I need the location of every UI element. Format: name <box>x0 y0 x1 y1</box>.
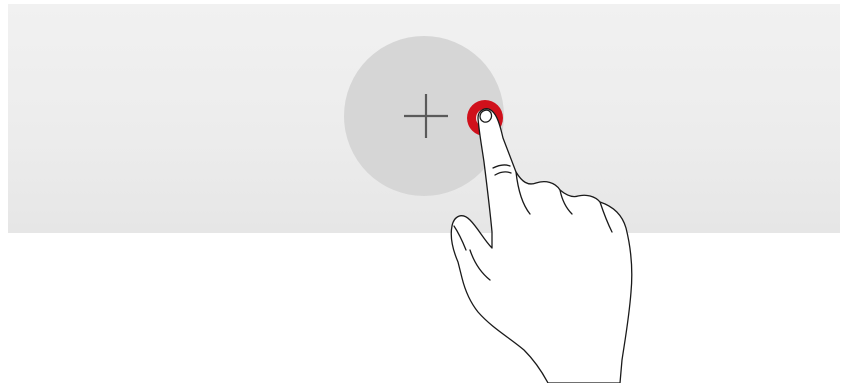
add-button[interactable] <box>344 36 504 196</box>
plus-icon <box>402 92 450 140</box>
